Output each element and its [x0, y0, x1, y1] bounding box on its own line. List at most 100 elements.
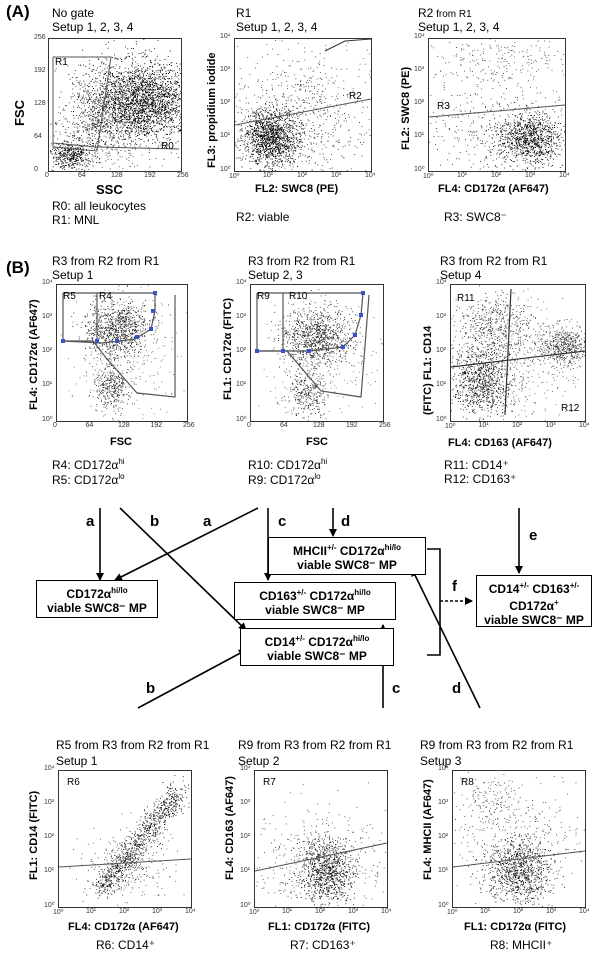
region-r11-label: R11 — [457, 293, 475, 304]
plot-c3: R8 — [452, 770, 586, 908]
tick-c1-x-3: 10³ — [152, 908, 163, 915]
region-r4-label: R4 — [99, 291, 112, 302]
tick-c3-y-4: 10⁴ — [438, 765, 449, 772]
tick-c1-y-2: 10² — [44, 833, 55, 840]
tick-c2-y-2: 10² — [240, 833, 251, 840]
tick-c1-x-1: 10¹ — [86, 908, 97, 915]
plot-a2: R2 — [234, 38, 372, 172]
plot-c1-svg — [59, 775, 191, 906]
arrow-label-d-bottom: d — [452, 680, 462, 697]
plot-a2-xlabel: FL2: SWC8 (PE) — [255, 183, 339, 195]
plot-b3-caption-2: R12: CD163⁺ — [444, 472, 517, 486]
panel-a2-gate: R1 — [236, 6, 252, 20]
arrow-label-e: e — [529, 527, 538, 544]
bracket-f — [427, 548, 441, 656]
plot-b2-svg — [255, 289, 383, 421]
region-r7-label: R7 — [263, 777, 276, 788]
panel-a3-gate: R2 from R1 — [418, 6, 472, 22]
plot-c2: R7 — [254, 770, 388, 908]
region-r12-label: R12 — [561, 403, 580, 414]
plot-c3-svg — [453, 771, 585, 907]
tick-b3-y-0: 10⁰ — [436, 416, 447, 423]
tick-c3-x-4: 10⁴ — [579, 908, 590, 915]
plot-b1-svg — [60, 285, 187, 421]
tick-a2-x-3: 10³ — [331, 172, 342, 179]
plot-b2: R9 R10 — [250, 284, 384, 422]
tick-a2-y-4: 10⁴ — [220, 33, 231, 40]
plot-b3-xlabel: FL4: CD163 (AF647) — [448, 437, 552, 449]
panel-c3-setup: Setup 3 — [420, 754, 462, 768]
plot-c2-svg — [255, 782, 387, 907]
tick-c2-x-3: 10³ — [348, 908, 359, 915]
arrow-d-bottom — [411, 568, 481, 709]
tick-b3-y-1: 10¹ — [436, 381, 447, 388]
tick-b1-x-4: 256 — [183, 422, 195, 429]
plot-c1-caption: R6: CD14⁺ — [96, 938, 156, 952]
plot-a1: R1 R0 — [48, 38, 182, 172]
panel-c2-gate: R9 from R3 from R2 from R1 — [238, 738, 392, 752]
panel-a2-setup: Setup 1, 2, 3, 4 — [236, 20, 318, 34]
tick-b1-x-3: 192 — [150, 422, 163, 429]
tick-a1-y-0: 0 — [34, 166, 38, 173]
box-combined-mp-line2: CD172α+ — [509, 598, 559, 613]
box-combined-mp-line3: viable SWC8⁻ MP — [484, 613, 584, 627]
tick-b3-x-3: 10³ — [545, 422, 556, 429]
tick-c2-y-4: 10⁴ — [240, 765, 251, 772]
plot-a3-caption: R3: SWC8⁻ — [444, 210, 508, 224]
plot-a1-svg — [49, 39, 181, 171]
box-cd14-mp-line1: CD14+/- CD172αhi/lo — [264, 634, 370, 649]
tick-c3-x-2: 10² — [513, 908, 524, 915]
plot-b2-xlabel: FSC — [306, 436, 328, 448]
panel-a3-setup: Setup 1, 2, 3, 4 — [418, 20, 500, 34]
tick-a3-y-4: 10⁴ — [414, 33, 425, 40]
panel-c3-gate: R9 from R3 from R2 from R1 — [420, 738, 574, 752]
plot-a2-svg — [235, 39, 371, 171]
plot-b2-caption-2: R9: CD172αlo — [248, 472, 321, 487]
plot-b3-caption-1: R11: CD14⁺ — [444, 458, 509, 472]
tick-b1-y-0: 10⁰ — [42, 416, 53, 423]
panel-b2-setup: Setup 2, 3 — [248, 268, 303, 282]
tick-a2-y-1: 10¹ — [220, 132, 231, 139]
plot-b3: R11 R12 — [450, 284, 586, 422]
panel-b3-gate: R3 from R2 from R1 — [440, 254, 548, 268]
tick-a3-y-3: 10³ — [414, 66, 425, 73]
panel-c2-setup: Setup 2 — [238, 754, 280, 768]
region-r10-label: R10 — [289, 291, 308, 302]
plot-c1-ylabel: FL1: CD14 (FITC) — [28, 790, 40, 880]
tick-b2-y-4: 10⁴ — [236, 279, 247, 286]
arrow-label-c-bottom: c — [392, 680, 401, 697]
tick-a1-y-2: 128 — [34, 100, 46, 107]
panel-a1-setup: Setup 1, 2, 3, 4 — [52, 20, 134, 34]
tick-a3-y-2: 10² — [414, 99, 425, 106]
panel-b1-gate: R3 from R2 from R1 — [52, 254, 160, 268]
plot-b1-xlabel: FSC — [110, 436, 132, 448]
tick-c1-x-2: 10² — [119, 908, 130, 915]
arrow-label-a-left: a — [86, 513, 95, 530]
tick-c2-x-2: 10² — [315, 908, 326, 915]
panel-b2-gate: R3 from R2 from R1 — [248, 254, 356, 268]
arrow-a-right — [114, 507, 259, 581]
arrow-label-c-top: c — [278, 513, 287, 530]
plot-a1-caption-1: R0: all leukocytes — [52, 199, 147, 213]
tick-b3-y-2: 10² — [436, 347, 447, 354]
tick-a3-y-1: 10¹ — [414, 132, 425, 139]
section-a-label: (A) — [6, 2, 30, 21]
arrow-label-f: f — [452, 578, 457, 595]
panel-a1-gate: No gate — [52, 6, 95, 20]
box-cd172-mp-line2: viable SWC8⁻ MP — [47, 601, 147, 615]
tick-a2-x-4: 10⁴ — [365, 172, 376, 179]
tick-a1-x-3: 192 — [144, 172, 156, 179]
tick-b2-x-3: 192 — [346, 422, 358, 429]
arrow-b-top — [119, 507, 247, 631]
region-r8-label: R8 — [461, 777, 474, 788]
tick-b1-y-3: 10³ — [42, 313, 53, 320]
box-combined-mp: CD14+/- CD163+/- CD172α+ viable SWC8⁻ MP — [476, 575, 592, 627]
tick-c3-x-3: 10³ — [546, 908, 557, 915]
plot-c3-xlabel: FL1: CD172α (FITC) — [464, 921, 567, 933]
tick-c1-y-1: 10¹ — [44, 867, 55, 874]
tick-a3-y-0: 10⁰ — [414, 166, 425, 173]
region-r2-label: R2 — [349, 91, 362, 102]
tick-c1-y-3: 10³ — [44, 799, 55, 806]
tick-a2-y-3: 10³ — [220, 66, 231, 73]
tick-a1-x-4: 256 — [177, 172, 189, 179]
